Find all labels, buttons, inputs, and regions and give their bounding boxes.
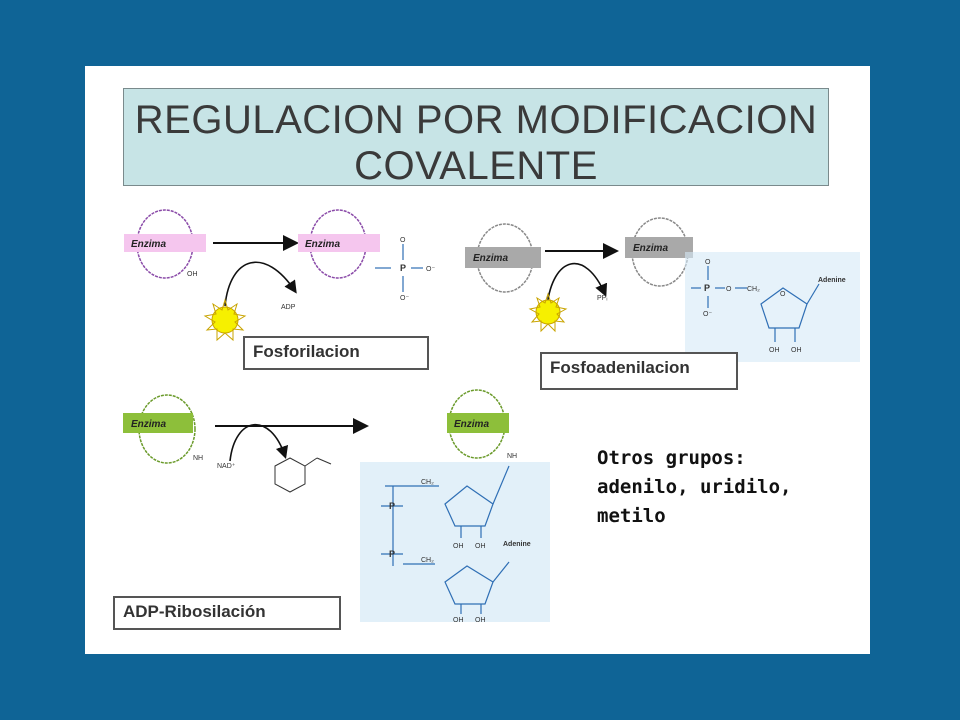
atp-sun-icon-2 (528, 292, 568, 333)
title-line-2: COVALENTE (354, 144, 598, 188)
svg-text:OH: OH (475, 543, 486, 550)
svg-text:O: O (705, 259, 711, 266)
adenine-label-2: Adenine (503, 541, 531, 548)
nucleotide-panel-bottom (360, 462, 550, 622)
svg-text:O⁻: O⁻ (400, 295, 409, 302)
svg-text:O⁻: O⁻ (703, 311, 712, 318)
enzyme-label-3: Enzima (473, 253, 508, 264)
enzyme-tag-pink-2 (298, 234, 380, 252)
label-fosfoadenilacion: Fosfoadenilacion (540, 352, 738, 390)
curved-arrow-1 (224, 261, 297, 307)
curved-arrow-3 (229, 423, 289, 462)
svg-text:OH: OH (791, 347, 802, 354)
enzyme-label-6: Enzima (454, 419, 489, 430)
otros-line-2: adenilo, uridilo, (597, 476, 792, 498)
svg-text:CH₂: CH₂ (421, 479, 434, 486)
svg-text:OH: OH (453, 543, 464, 550)
label-adp-ribosilacion: ADP-Ribosilación (113, 596, 341, 630)
svg-text:P: P (704, 283, 710, 293)
svg-text:NH: NH (193, 455, 203, 462)
enzyme-tag-green-2 (447, 413, 509, 433)
svg-text:CH₂: CH₂ (421, 557, 434, 564)
enzyme-green-left: Enzima NH (123, 394, 203, 464)
adenine-label-1: Adenine (818, 277, 846, 284)
svg-text:OH: OH (769, 347, 780, 354)
svg-text:NH: NH (507, 453, 517, 460)
enzyme-pink-left: Enzima OH (124, 209, 206, 279)
nad-text: NAD⁺ (217, 463, 236, 470)
enzyme-gray-left: Enzima (465, 223, 541, 293)
svg-text:OH: OH (475, 617, 486, 624)
ppi-text: PPᵢ (597, 295, 607, 302)
otros-line-1: Otros grupos: (597, 447, 746, 469)
enzyme-label-2: Enzima (305, 239, 340, 250)
title-line-1: REGULACION POR MODIFICACION (134, 98, 818, 142)
svg-text:P: P (400, 263, 406, 273)
enzyme-tag-gray-2 (625, 237, 693, 258)
svg-text:O: O (400, 237, 406, 244)
adp-ribose-structure (381, 465, 510, 614)
enzyme-tag-pink (124, 234, 206, 252)
svg-text:P: P (389, 549, 395, 559)
enzyme-label-4: Enzima (633, 243, 668, 254)
enzyme-tag-green (123, 413, 193, 433)
label-fosforilacion: Fosforilacion (243, 336, 429, 370)
svg-text:CH₂: CH₂ (747, 286, 760, 293)
curved-arrow-2 (546, 262, 608, 307)
reaction-diagram: Enzima OH ADP Enzima O P O⁻ O⁻ Enzi (123, 209, 860, 624)
svg-text:OH: OH (187, 271, 198, 278)
otros-line-3: metilo (597, 505, 666, 527)
enzyme-label-5: Enzima (131, 419, 166, 430)
enzyme-label: Enzima (131, 239, 166, 250)
otros-grupos-text: Otros grupos: adenilo, uridilo, metilo (597, 444, 791, 531)
slide: REGULACION POR MODIFICACION COVALENTE En… (85, 66, 870, 654)
phosphate-group (375, 244, 423, 292)
amp-structure (691, 266, 820, 342)
enzyme-gray-right: Enzima (625, 217, 693, 287)
enzyme-green-right: Enzima NH (447, 389, 517, 460)
title-box: REGULACION POR MODIFICACION COVALENTE (123, 88, 829, 188)
enzyme-pink-right: Enzima (298, 209, 380, 279)
svg-text:OH: OH (453, 617, 464, 624)
svg-text:O⁻: O⁻ (426, 266, 435, 273)
nucleotide-panel-top (685, 252, 860, 362)
svg-text:O: O (726, 286, 732, 293)
nicotinamide-structure (274, 457, 332, 493)
adp-text: ADP (281, 304, 296, 311)
enzyme-tag-gray (465, 247, 541, 268)
svg-text:O: O (780, 291, 786, 298)
atp-sun-icon (203, 298, 247, 342)
svg-text:P: P (389, 501, 395, 511)
